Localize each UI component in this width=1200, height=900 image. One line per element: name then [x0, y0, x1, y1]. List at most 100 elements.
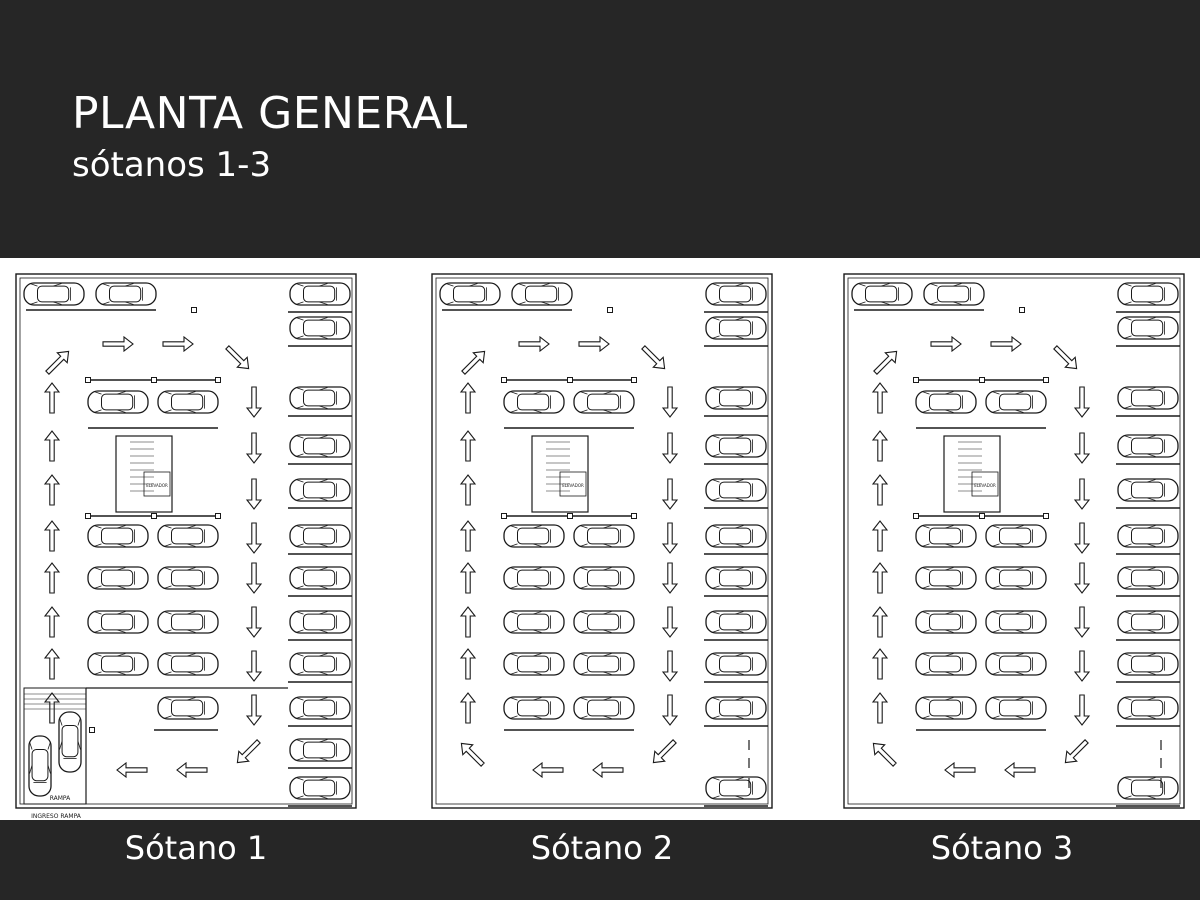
outer-wall	[15, 273, 357, 809]
floor-plan-3: ELEVADOR	[843, 273, 1185, 809]
car-icon	[157, 652, 219, 676]
arrow-icon	[43, 520, 61, 552]
arrow-icon	[873, 350, 898, 375]
car-icon	[923, 282, 985, 306]
arrow-icon	[661, 386, 679, 418]
arrow-icon	[459, 520, 477, 552]
car-icon	[503, 652, 565, 676]
arrow-icon	[930, 335, 962, 353]
arrow-icon	[1073, 478, 1091, 510]
arrow-icon	[236, 739, 261, 764]
car-icon	[157, 524, 219, 548]
caption-sotano-3: Sótano 3	[930, 829, 1074, 867]
car-icon	[705, 566, 767, 590]
svg-text:ELEVADOR: ELEVADOR	[562, 483, 584, 488]
car-icon	[915, 696, 977, 720]
car-icon	[289, 566, 351, 590]
arrow-icon	[245, 562, 263, 594]
column-icon	[151, 513, 157, 519]
car-icon	[705, 652, 767, 676]
car-icon	[87, 610, 149, 634]
car-icon	[87, 652, 149, 676]
car-icon	[28, 735, 52, 797]
car-icon	[573, 566, 635, 590]
column-icon	[913, 377, 919, 383]
arrow-icon	[661, 478, 679, 510]
car-icon	[1117, 524, 1179, 548]
arrow-icon	[592, 761, 624, 779]
car-icon	[985, 696, 1047, 720]
arrow-icon	[162, 335, 194, 353]
column-icon	[1043, 513, 1049, 519]
arrow-icon	[245, 694, 263, 726]
car-icon	[503, 610, 565, 634]
column-icon	[979, 377, 985, 383]
outer-wall	[431, 273, 773, 809]
stair-icon: ELEVADOR	[115, 435, 173, 513]
car-icon	[985, 566, 1047, 590]
car-icon	[87, 390, 149, 414]
arrow-icon	[532, 761, 564, 779]
car-icon	[985, 610, 1047, 634]
column-icon	[215, 513, 221, 519]
arrow-icon	[43, 474, 61, 506]
car-icon	[915, 610, 977, 634]
car-icon	[503, 390, 565, 414]
arrow-icon	[661, 432, 679, 464]
car-icon	[1117, 316, 1179, 340]
arrow-icon	[43, 692, 61, 724]
arrow-icon	[641, 345, 666, 370]
column-icon	[1019, 307, 1025, 313]
arrow-icon	[245, 650, 263, 682]
car-icon	[1117, 610, 1179, 634]
arrow-icon	[1073, 694, 1091, 726]
arrow-icon	[43, 430, 61, 462]
arrow-icon	[225, 345, 250, 370]
column-icon	[501, 377, 507, 383]
arrow-icon	[661, 694, 679, 726]
car-icon	[573, 390, 635, 414]
car-icon	[705, 696, 767, 720]
car-icon	[289, 652, 351, 676]
arrow-icon	[1073, 650, 1091, 682]
arrow-icon	[871, 692, 889, 724]
stair-icon: ELEVADOR	[531, 435, 589, 513]
arrow-icon	[1073, 522, 1091, 554]
arrow-icon	[245, 522, 263, 554]
car-icon	[985, 524, 1047, 548]
car-icon	[503, 524, 565, 548]
column-icon	[913, 513, 919, 519]
car-icon	[705, 524, 767, 548]
car-icon	[573, 652, 635, 676]
svg-text:ELEVADOR: ELEVADOR	[974, 483, 996, 488]
arrow-icon	[661, 606, 679, 638]
car-icon	[573, 696, 635, 720]
car-icon	[1117, 566, 1179, 590]
arrow-icon	[43, 562, 61, 594]
arrow-icon	[43, 606, 61, 638]
arrow-icon	[459, 382, 477, 414]
arrow-icon	[1073, 386, 1091, 418]
car-icon	[289, 524, 351, 548]
car-icon	[1117, 478, 1179, 502]
arrow-icon	[661, 562, 679, 594]
car-icon	[705, 386, 767, 410]
arrow-icon	[459, 606, 477, 638]
column-icon	[631, 377, 637, 383]
car-icon	[289, 696, 351, 720]
column-icon	[89, 727, 95, 733]
arrow-icon	[459, 430, 477, 462]
arrow-icon	[871, 562, 889, 594]
car-icon	[573, 610, 635, 634]
car-icon	[705, 282, 767, 306]
car-icon	[87, 524, 149, 548]
arrow-icon	[245, 606, 263, 638]
car-icon	[915, 390, 977, 414]
car-icon	[503, 566, 565, 590]
car-icon	[1117, 696, 1179, 720]
car-icon	[985, 652, 1047, 676]
arrow-icon	[245, 478, 263, 510]
